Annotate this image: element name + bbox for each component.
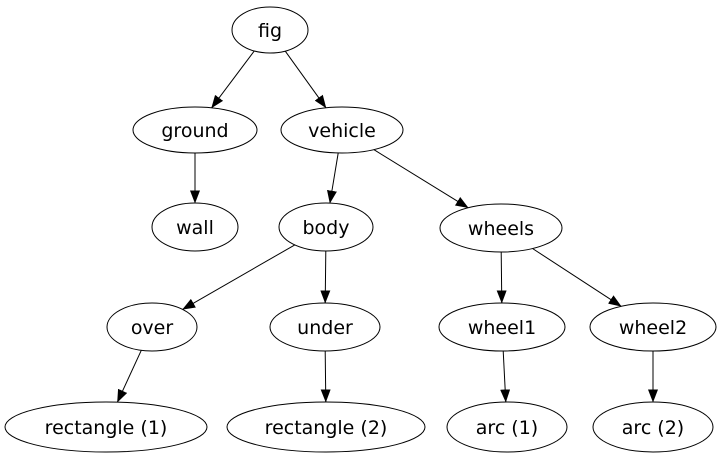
node-body: body [278,202,374,252]
node-wall-shape [151,202,239,252]
node-wheels-shape [439,203,563,253]
node-fig-shape [231,6,309,54]
node-over-label: over [131,317,174,339]
node-ground-label: ground [161,120,228,142]
node-wheel1-shape [438,302,566,352]
node-vehicle: vehicle [280,106,404,154]
edge-wheel1-arc1 [500,350,511,403]
edge-body-over [182,244,296,310]
node-wall: wall [151,202,239,252]
node-rect2: rectangle (2) [226,401,426,453]
node-ground: ground [132,106,258,154]
edge-body-under [320,250,331,304]
node-fig-label: fig [258,20,282,42]
edge-vehicle-body [327,152,339,204]
node-over-shape [106,302,198,352]
node-ground-shape [132,106,258,154]
edge-fig-vehicle [284,50,327,109]
node-fig: fig [231,6,309,54]
node-wheel2: wheel2 [589,302,717,352]
node-arc2: arc (2) [592,401,714,453]
node-rect2-label: rectangle (2) [265,417,388,439]
node-over: over [106,302,198,352]
node-rect1-shape [4,401,208,453]
node-wheel1-label: wheel1 [468,317,536,339]
node-wall-label: wall [176,217,214,239]
node-arc1-label: arc (1) [476,417,538,439]
node-rect1-label: rectangle (1) [45,417,168,439]
node-wheel2-label: wheel2 [619,317,687,339]
node-vehicle-shape [280,106,404,154]
edge-under-rect2 [320,350,331,403]
node-arc2-shape [592,401,714,453]
node-rect1: rectangle (1) [4,401,208,453]
node-vehicle-label: vehicle [308,120,376,142]
node-under-label: under [297,317,353,339]
edge-fig-ground [211,50,255,109]
edge-wheels-wheel1 [496,251,507,304]
node-body-label: body [303,217,350,239]
node-body-shape [278,202,374,252]
nodes-layer: fig ground vehicle wall body wheels over under w… [4,6,717,453]
node-wheels: wheels [439,203,563,253]
node-wheel2-shape [589,302,717,352]
node-rect2-shape [226,401,426,453]
node-under-shape [269,302,381,352]
edges-layer [116,50,658,403]
node-arc1-shape [446,401,568,453]
edge-vehicle-wheels [373,149,469,209]
edge-wheels-wheel2 [532,248,622,307]
node-arc1: arc (1) [446,401,568,453]
node-wheels-label: wheels [468,218,534,240]
node-under: under [269,302,381,352]
node-arc2-label: arc (2) [622,417,684,439]
edge-over-rect1 [116,350,142,403]
node-wheel1: wheel1 [438,302,566,352]
